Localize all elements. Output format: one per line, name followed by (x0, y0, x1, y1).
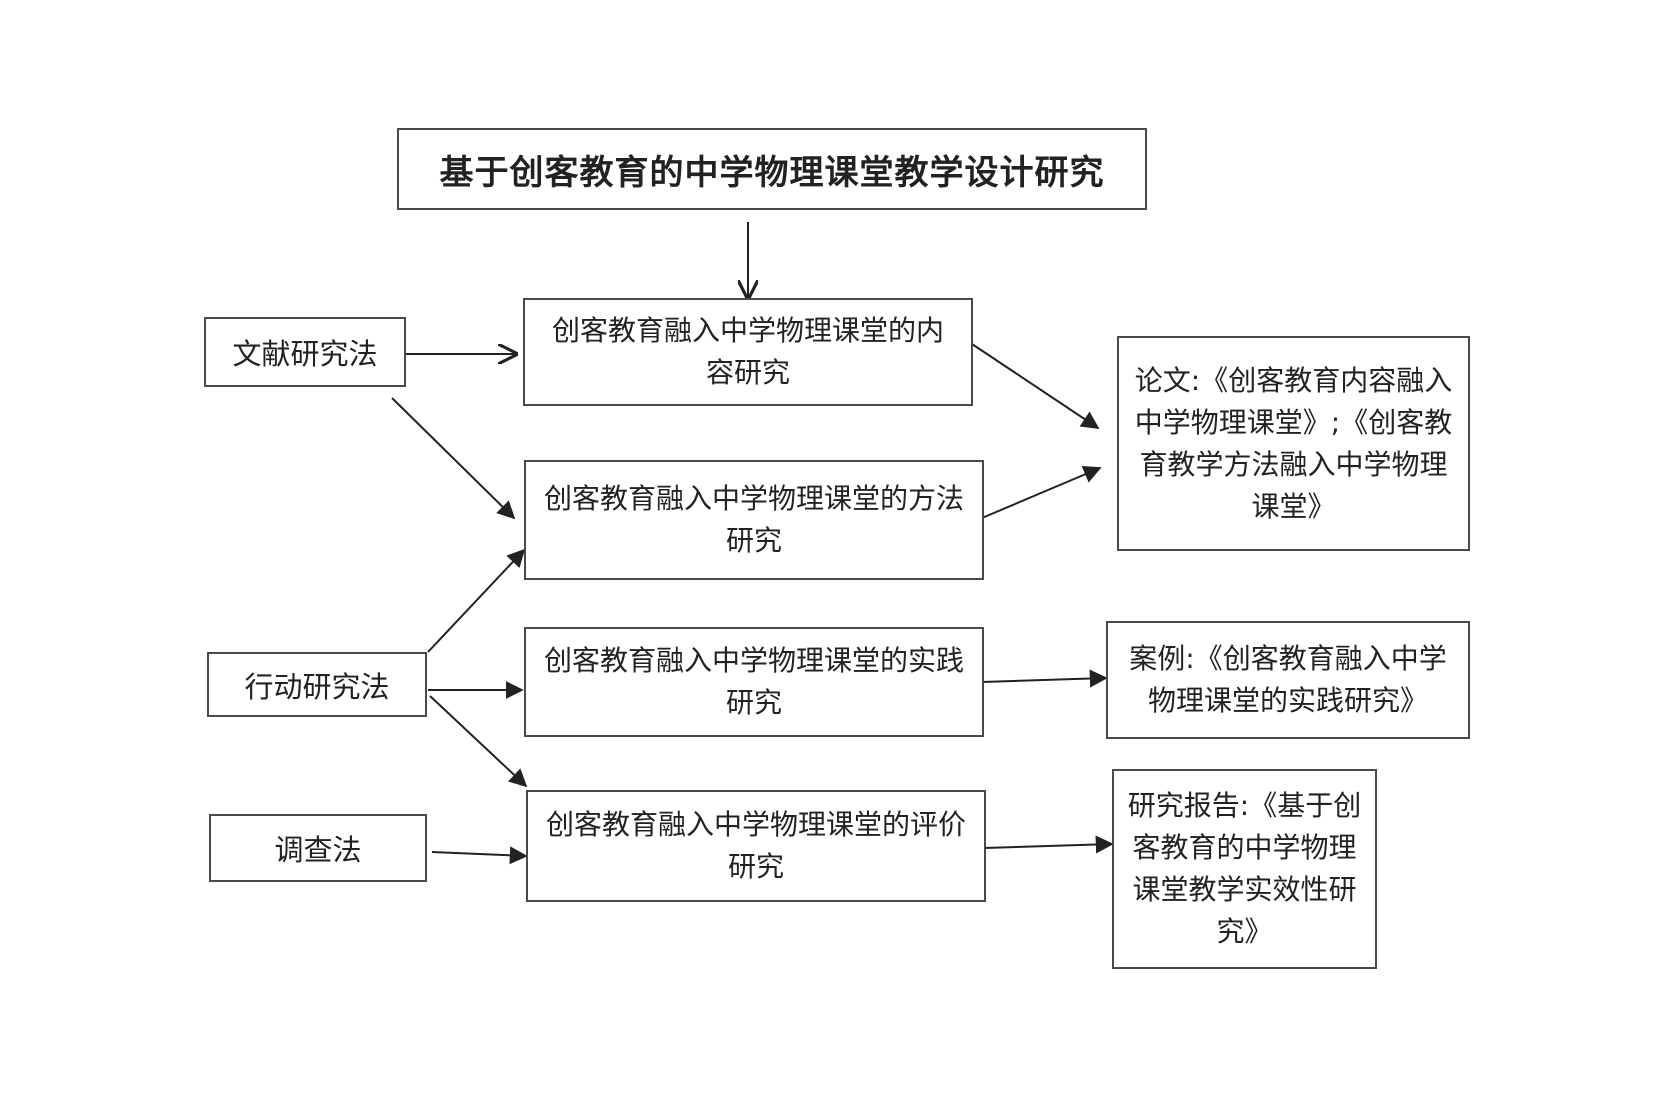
arrow-practice-to-case (981, 669, 1108, 688)
arrow-content-to-paper (971, 343, 1100, 429)
arrow-literature-to-method (391, 397, 516, 520)
study-practice: 创客教育融入中学物理课堂的实践研究 (524, 627, 984, 737)
method-literature: 文献研究法 (204, 317, 406, 387)
output-report: 研究报告:《基于创客教育的中学物理课堂教学实效性研究》 (1112, 769, 1377, 969)
arrow-action-to-method (427, 548, 526, 653)
output-case: 案例:《创客教育融入中学物理课堂的实践研究》 (1106, 621, 1470, 739)
arrow-action-to-evaluation (429, 695, 528, 788)
title-box: 基于创客教育的中学物理课堂教学设计研究 (397, 128, 1147, 210)
study-content: 创客教育融入中学物理课堂的内容研究 (523, 298, 973, 406)
output-paper: 论文:《创客教育内容融入中学物理课堂》;《创客教育教学方法融入中学物理课堂》 (1117, 336, 1470, 551)
arrow-evaluation-to-report (983, 835, 1114, 854)
arrow-survey-to-evaluation (431, 846, 528, 865)
method-survey: 调查法 (209, 814, 427, 882)
study-evaluation: 创客教育融入中学物理课堂的评价研究 (526, 790, 986, 902)
method-action: 行动研究法 (207, 652, 427, 717)
study-method: 创客教育融入中学物理课堂的方法研究 (524, 460, 984, 580)
arrow-method-to-paper (981, 466, 1102, 519)
